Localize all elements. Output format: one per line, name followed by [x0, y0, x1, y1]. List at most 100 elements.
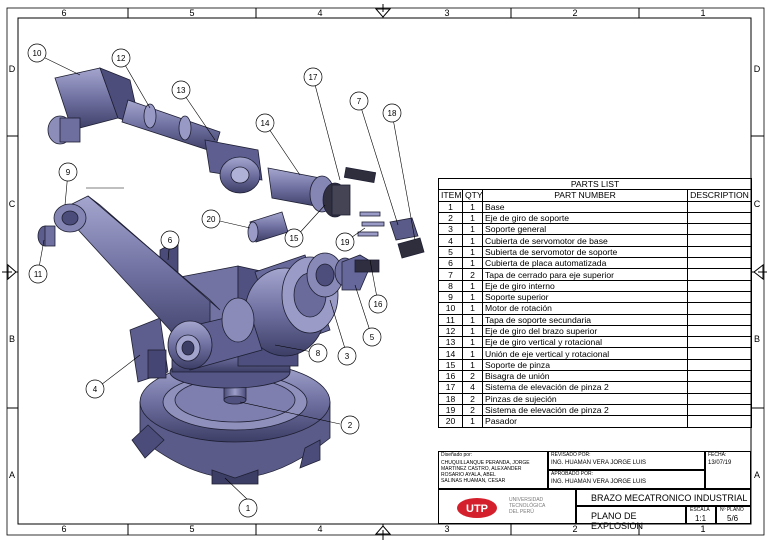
svg-text:3: 3	[345, 352, 350, 361]
zone-col-top-4: 4	[317, 8, 322, 18]
parts-cell-part: Pinzas de sujeción	[482, 392, 688, 405]
parts-cell-qty: 2	[462, 403, 483, 417]
parts-cell-qty: 1	[462, 336, 483, 349]
parts-cell-item: 6	[438, 257, 463, 270]
project-title-cell: BRAZO MECATRONICO INDUSTRIAL	[576, 489, 751, 506]
parts-cell-item: 13	[438, 336, 463, 349]
parts-cell-qty: 1	[462, 302, 483, 315]
parts-cell-item: 14	[438, 347, 463, 360]
balloon-5: 5	[362, 327, 382, 347]
parts-cell-desc	[686, 257, 753, 270]
parts-cell-item: 12	[438, 324, 463, 338]
balloon-13: 13	[171, 80, 191, 100]
svg-text:13: 13	[177, 86, 186, 95]
svg-text:10: 10	[33, 49, 42, 58]
part-vertical-rotation-shaft	[204, 139, 263, 194]
balloon-7: 7	[349, 91, 369, 111]
balloon-17: 17	[303, 67, 323, 87]
parts-cell-qty: 1	[462, 223, 483, 236]
zone-col-bottom-4: 4	[317, 524, 322, 534]
date-value: 13/07/19	[708, 460, 732, 466]
parts-list-table: PARTS LIST ITEM QTY PART NUMBER DESCRIPT…	[437, 177, 753, 428]
part-inner-rotation-shaft	[167, 297, 263, 371]
svg-text:20: 20	[207, 215, 216, 224]
parts-cell-desc	[686, 279, 753, 292]
parts-cell-item: 2	[438, 211, 463, 225]
parts-cell-desc	[686, 347, 753, 360]
reviewed-by-label: REVISADO POR:	[551, 452, 591, 458]
balloon-15: 15	[284, 228, 304, 248]
svg-text:18: 18	[388, 109, 397, 118]
parts-cell-part: Base	[482, 200, 688, 213]
parts-cell-qty: 1	[462, 358, 483, 372]
scale-cell: ESCALA 1:1	[686, 506, 716, 524]
balloon-20: 20	[201, 209, 221, 229]
svg-text:6: 6	[168, 236, 173, 245]
parts-cell-part: Eje de giro de soporte	[482, 211, 688, 225]
zone-col-bottom-5: 5	[189, 524, 194, 534]
zone-row-right-d: D	[754, 64, 761, 74]
date-label: FECHA:	[708, 452, 727, 458]
part-secondary-cap	[37, 225, 56, 247]
svg-text:8: 8	[316, 349, 321, 358]
parts-cell-desc	[686, 290, 753, 304]
zone-row-right-a: A	[754, 470, 760, 480]
parts-cell-qty: 2	[462, 370, 483, 383]
svg-text:1: 1	[246, 504, 251, 513]
parts-cell-qty: 1	[462, 290, 483, 304]
approved-by-name: ING. HUAMAN VERA JORGE LUIS	[551, 479, 647, 485]
drawn-by-name-2: MARTINEZ CASTRO, ALEXANDER	[441, 466, 522, 472]
svg-text:2: 2	[348, 421, 353, 430]
parts-cell-desc	[686, 324, 753, 338]
drawn-by-name-3: ROSARIO AYALA, ABEL	[441, 472, 496, 478]
parts-cell-part: Motor de rotación	[482, 302, 688, 315]
parts-cell-qty: 1	[462, 324, 483, 338]
parts-cell-desc	[686, 403, 753, 417]
balloon-4: 4	[85, 379, 105, 399]
balloon-1: 1	[238, 498, 258, 518]
project-title: BRAZO MECATRONICO INDUSTRIAL	[591, 493, 748, 503]
parts-cell-qty: 2	[462, 392, 483, 405]
part-gripper-support	[322, 167, 377, 218]
parts-cell-item: 15	[438, 358, 463, 372]
part-vertical-rotation-union	[267, 167, 335, 213]
part-base-servo-cover	[129, 317, 169, 383]
parts-cell-part: Soporte de pinza	[482, 358, 688, 372]
balloon-12: 12	[111, 48, 131, 68]
drawn-by-cell: Diseñado por: CHUQUILLANQUE PERANDA, JOR…	[438, 451, 548, 489]
header-item: ITEM	[438, 189, 463, 202]
logo-cell: UTP UNIVERSIDAD TECNOLÓGICA DEL PERÚ	[438, 489, 576, 524]
svg-text:15: 15	[290, 234, 299, 243]
parts-list-title: PARTS LIST	[437, 177, 753, 191]
svg-text:5: 5	[370, 333, 375, 342]
drawn-by-name-1: CHUQUILLANQUE PERANDA, JORGE	[441, 460, 530, 466]
balloon-11: 11	[28, 264, 48, 284]
part-gripper-jaws	[357, 211, 425, 259]
svg-text:7: 7	[357, 97, 362, 106]
sheet-cell: Nº PLANO 5/6	[716, 506, 751, 524]
parts-cell-item: 5	[438, 245, 463, 259]
drawing-title: PLANO DE EXPLOSION	[591, 511, 644, 531]
parts-cell-qty: 1	[462, 234, 483, 247]
parts-cell-part: Soporte superior	[482, 290, 688, 304]
parts-cell-desc	[686, 415, 753, 428]
svg-text:11: 11	[34, 270, 43, 279]
parts-cell-desc	[686, 245, 753, 259]
parts-cell-desc	[686, 268, 753, 281]
reviewed-by-cell: REVISADO POR: ING. HUAMAN VERA JORGE LUI…	[548, 451, 705, 470]
parts-cell-qty: 2	[462, 268, 483, 281]
part-pin	[247, 211, 289, 243]
zone-col-bottom-6: 6	[61, 524, 66, 534]
parts-cell-item: 17	[438, 381, 463, 394]
zone-row-left-d: D	[9, 64, 16, 74]
svg-text:17: 17	[309, 73, 318, 82]
